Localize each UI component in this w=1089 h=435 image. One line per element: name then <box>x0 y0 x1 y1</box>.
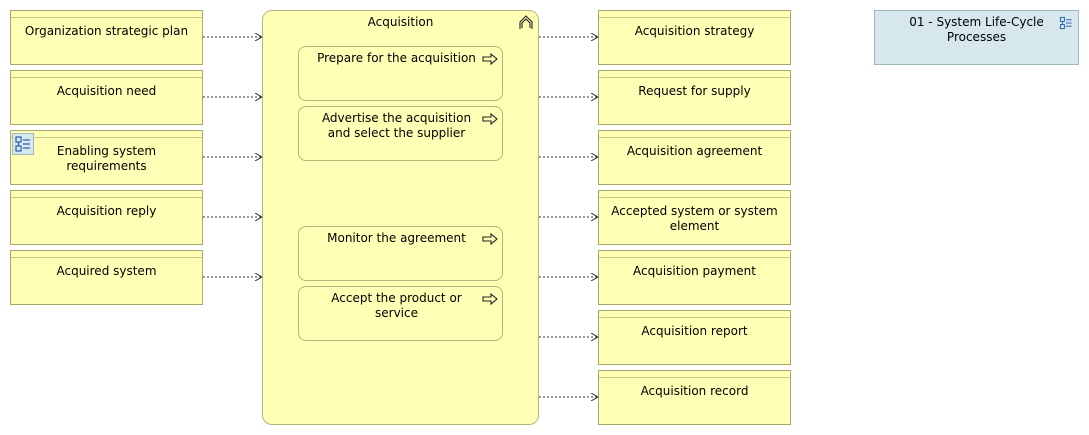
input-acquisition-reply[interactable]: Acquisition reply <box>10 190 203 245</box>
object-header-line <box>11 17 202 18</box>
object-header-line <box>599 77 790 78</box>
object-header-line <box>599 257 790 258</box>
output-acquisition-payment[interactable]: Acquisition payment <box>598 250 791 305</box>
input-acquisition-need[interactable]: Acquisition need <box>10 70 203 125</box>
object-label: Acquisition record <box>640 384 749 398</box>
subprocess-label: Advertise the acquisition and select the… <box>321 111 472 140</box>
process-arrow-icon <box>482 113 498 125</box>
object-label: Acquisition reply <box>56 204 157 218</box>
object-header-line <box>11 257 202 258</box>
object-header-line <box>11 77 202 78</box>
reference-system-life-cycle-processes[interactable]: 01 - System Life-Cycle Processes <box>874 10 1079 65</box>
process-title: Acquisition <box>367 15 434 29</box>
object-label: Accepted system or system element <box>611 204 778 233</box>
output-acquisition-agreement[interactable]: Acquisition agreement <box>598 130 791 185</box>
input-organization-strategic-plan[interactable]: Organization strategic plan <box>10 10 203 65</box>
object-header-line <box>11 137 202 138</box>
subprocess-label: Monitor the agreement <box>327 231 466 245</box>
function-icon <box>519 15 533 29</box>
model-reference-icon <box>1059 16 1072 30</box>
object-label: Acquisition agreement <box>626 144 763 158</box>
subprocess-advertise[interactable]: Advertise the acquisition and select the… <box>298 106 503 161</box>
output-acquisition-strategy[interactable]: Acquisition strategy <box>598 10 791 65</box>
output-acquisition-record[interactable]: Acquisition record <box>598 370 791 425</box>
output-acquisition-report[interactable]: Acquisition report <box>598 310 791 365</box>
process-arrow-icon <box>482 293 498 305</box>
reference-label: 01 - System Life-Cycle Processes <box>909 15 1044 44</box>
object-label: Enabling system requirements <box>56 144 157 173</box>
object-header-line <box>599 17 790 18</box>
object-header-line <box>599 197 790 198</box>
subprocess-label: Prepare for the acquisition <box>317 51 476 65</box>
subprocess-label: Accept the product or service <box>331 291 462 320</box>
object-label: Acquisition payment <box>633 264 756 278</box>
input-enabling-system-requirements[interactable]: Enabling system requirements <box>10 130 203 185</box>
object-label: Acquisition need <box>56 84 157 98</box>
output-accepted-system[interactable]: Accepted system or system element <box>598 190 791 245</box>
object-label: Organization strategic plan <box>24 24 189 38</box>
object-label: Acquired system <box>56 264 157 278</box>
object-label: Acquisition report <box>641 324 748 338</box>
subprocess-accept[interactable]: Accept the product or service <box>298 286 503 341</box>
object-header-line <box>599 137 790 138</box>
model-reference-icon[interactable] <box>12 133 34 155</box>
input-acquired-system[interactable]: Acquired system <box>10 250 203 305</box>
object-header-line <box>599 317 790 318</box>
output-request-for-supply[interactable]: Request for supply <box>598 70 791 125</box>
object-label: Request for supply <box>638 84 751 98</box>
object-header-line <box>599 377 790 378</box>
subprocess-prepare[interactable]: Prepare for the acquisition <box>298 46 503 101</box>
process-arrow-icon <box>482 233 498 245</box>
process-arrow-icon <box>482 53 498 65</box>
subprocess-monitor[interactable]: Monitor the agreement <box>298 226 503 281</box>
object-label: Acquisition strategy <box>634 24 755 38</box>
object-header-line <box>11 197 202 198</box>
process-acquisition[interactable]: Acquisition Prepare for the acquisition … <box>262 10 539 425</box>
